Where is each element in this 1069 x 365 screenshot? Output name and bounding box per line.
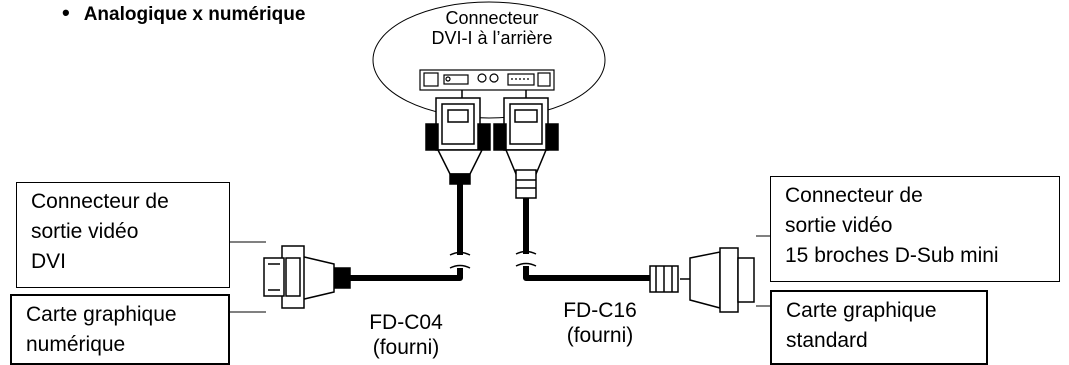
monitor-connector-panel-icon <box>419 69 555 91</box>
heading-bullet: • <box>62 0 70 25</box>
heading-text: Analogique x numérique <box>83 4 306 25</box>
dsub-output-line1: Connecteur de <box>785 184 923 207</box>
fd-c16-break-mark-icon <box>515 250 537 267</box>
fd-c04-label: FD-C04 (fourni) <box>346 310 466 360</box>
callout-leaders <box>230 235 770 313</box>
fd-c04-cable <box>350 184 463 281</box>
fd-c04-name: FD-C04 <box>369 311 443 334</box>
dvi-output-connector-box: Connecteur de sortie vidéo DVI <box>16 182 230 288</box>
fd-c04-break-mark-icon <box>449 251 471 269</box>
dsub-output-connector-box: Connecteur de sortie vidéo 15 broches D-… <box>770 176 1060 282</box>
digital-graphics-card-box: Carte graphique numérique <box>10 294 230 365</box>
dvi-output-line1: Connecteur de <box>31 190 169 213</box>
digital-card-line1: Carte graphique <box>26 303 177 326</box>
dvi-output-line3: DVI <box>31 250 67 273</box>
dvi-plug-monitor-side-icon <box>425 90 491 185</box>
section-heading: • Analogique x numérique <box>62 0 305 26</box>
dvi-plug-card-side-icon <box>263 245 351 309</box>
dvi-output-line2: sortie vidéo <box>31 220 139 243</box>
fd-c16-ferrite-icon <box>515 169 537 199</box>
dsub-plug-card-side-icon <box>649 247 755 313</box>
fd-c16-cable <box>523 170 650 281</box>
monitor-connector-callout: Connecteur DVI-I à l’arrière <box>408 8 576 48</box>
digital-card-line2: numérique <box>26 333 126 356</box>
standard-card-line1: Carte graphique <box>786 299 937 322</box>
dsub-output-line2: sortie vidéo <box>785 214 893 237</box>
fd-c16-name: FD-C16 <box>563 299 637 322</box>
fd-c16-note: (fourni) <box>566 324 634 347</box>
monitor-callout-line2: DVI-I à l’arrière <box>431 28 553 48</box>
fd-c04-note: (fourni) <box>372 336 440 359</box>
dsub-output-line3: 15 broches D-Sub mini <box>785 244 999 267</box>
monitor-callout-line1: Connecteur <box>445 8 539 28</box>
standard-graphics-card-box: Carte graphique standard <box>770 290 988 365</box>
standard-card-line2: standard <box>786 329 868 352</box>
fd-c16-label: FD-C16 (fourni) <box>540 298 660 348</box>
